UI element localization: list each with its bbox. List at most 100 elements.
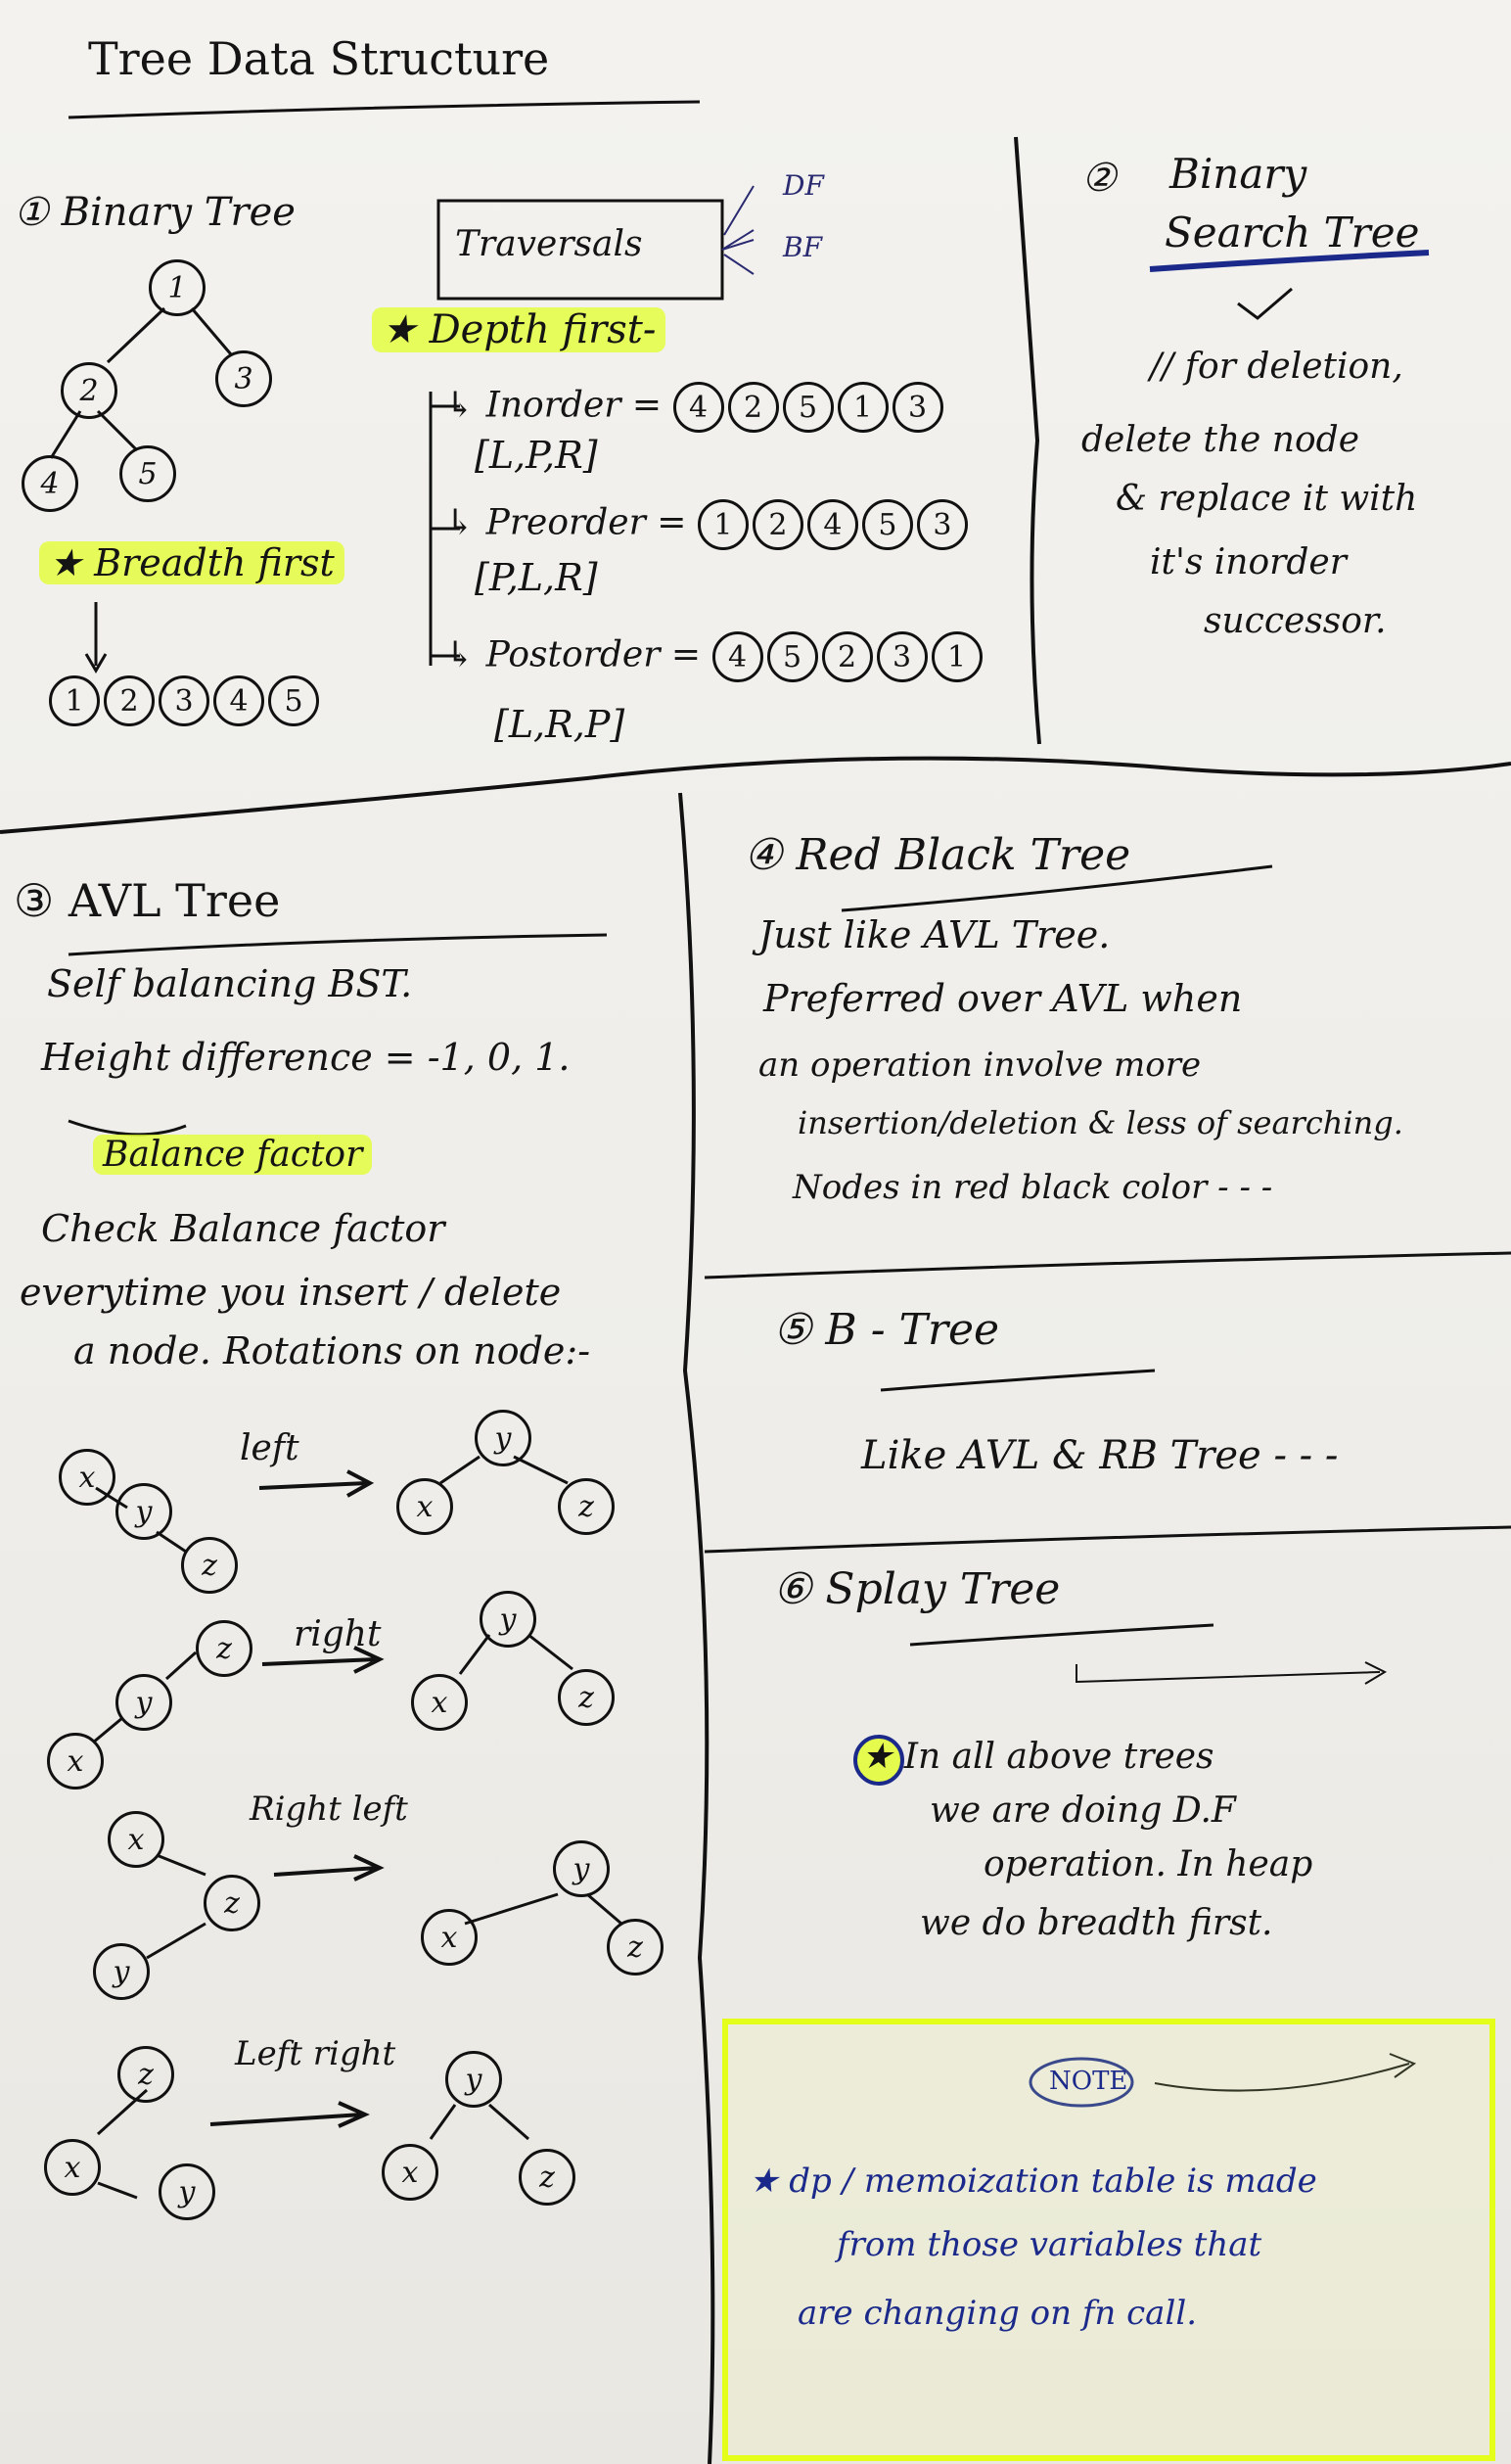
note-line: from those variables that	[837, 2225, 1262, 2264]
bst-number: ②	[1081, 156, 1117, 201]
splay-line: operation. In heap	[984, 1844, 1313, 1884]
inorder-rule: [L,P,R]	[475, 434, 598, 477]
postorder-rule: [L,R,P]	[494, 703, 625, 746]
bst-note-line: delete the node	[1081, 420, 1359, 460]
seq-item: 3	[892, 382, 943, 433]
rot-right-label: right	[294, 1614, 382, 1654]
seq-item: 2	[727, 382, 779, 433]
rb-line: Nodes in red black color - - -	[793, 1168, 1273, 1207]
rot-node-x: x	[411, 1674, 468, 1731]
rot-node-x: x	[382, 2144, 438, 2201]
note-label: NOTE	[1049, 2067, 1128, 2096]
bst-note-line: successor.	[1204, 601, 1387, 641]
seq-item: 1	[837, 382, 889, 433]
rot-left-label: left	[240, 1428, 299, 1468]
seq-item: 4	[213, 675, 264, 726]
avl-line-3: Check Balance factor	[41, 1207, 445, 1250]
splay-line: we are doing D.F	[930, 1790, 1236, 1831]
note-line: ★ dp / memoization table is made	[749, 2162, 1317, 2201]
avl-line-4: everytime you insert / delete	[20, 1271, 562, 1314]
tree-node-3: 3	[215, 350, 272, 407]
rot-node-x: x	[421, 1909, 478, 1966]
btree-heading: ⑤ B - Tree	[773, 1305, 1000, 1355]
seq-item: 2	[752, 499, 803, 550]
bst-heading-2: Search Tree	[1165, 209, 1420, 256]
btree-line: Like AVL & RB Tree - - -	[861, 1433, 1339, 1478]
rot-node-y: y	[115, 1483, 172, 1540]
rot-node-x: x	[47, 1733, 104, 1790]
rb-line: Preferred over AVL when	[763, 977, 1243, 1020]
splay-line: ★ In all above trees	[861, 1737, 1214, 1777]
preorder-label: ↳ Preorder =	[445, 502, 687, 543]
rot-node-x: x	[108, 1811, 164, 1868]
preorder-rule: [P,L,R]	[475, 556, 598, 599]
inorder-label: ↳ Inorder =	[445, 385, 663, 426]
balance-factor: Balance factor	[93, 1135, 373, 1175]
rot-right-left-label: Right left	[250, 1790, 408, 1829]
rot-node-y: y	[159, 2163, 215, 2220]
rb-line: insertion/deletion & less of searching.	[798, 1104, 1403, 1141]
rot-node-z: z	[519, 2149, 575, 2206]
avl-line-1: Self balancing BST.	[47, 962, 413, 1005]
note-line: are changing on fn call.	[798, 2294, 1197, 2333]
seq-item: 4	[672, 382, 724, 433]
rot-node-y: y	[480, 1591, 536, 1648]
rot-node-y: y	[115, 1674, 172, 1731]
seq-item: 1	[931, 631, 983, 682]
seq-item: 5	[782, 382, 834, 433]
rot-node-z: z	[204, 1875, 260, 1931]
seq-item: 3	[916, 499, 968, 550]
bf-label: BF	[783, 231, 823, 263]
seq-item: 5	[766, 631, 818, 682]
rot-node-z: z	[181, 1537, 238, 1594]
bfs-label: ★ Breadth first	[39, 541, 344, 584]
seq-item: 5	[268, 675, 319, 726]
binary-tree-heading: ① Binary Tree	[14, 190, 296, 235]
traversals-label: Traversals	[455, 224, 643, 264]
rb-heading: ④ Red Black Tree	[744, 830, 1131, 880]
tree-node-4: 4	[22, 455, 78, 512]
rb-line: Just like AVL Tree.	[758, 913, 1111, 956]
rot-node-z: z	[196, 1620, 252, 1677]
splay-heading: ⑥ Splay Tree	[773, 1564, 1061, 1614]
avl-line-2: Height difference = -1, 0, 1.	[41, 1036, 571, 1079]
rot-node-y: y	[445, 2051, 502, 2108]
seq-item: 2	[104, 675, 155, 726]
rot-node-z: z	[607, 1919, 664, 1976]
seq-item: 2	[821, 631, 873, 682]
seq-item: 3	[159, 675, 209, 726]
note-box	[722, 2019, 1495, 2461]
tree-node-5: 5	[119, 445, 176, 502]
tree-node-1: 1	[149, 259, 206, 316]
seq-item: 1	[697, 499, 749, 550]
rot-node-y: y	[93, 1943, 150, 2000]
seq-item: 5	[861, 499, 913, 550]
page-title: Tree Data Structure	[88, 32, 550, 85]
balance-factor-text: Balance factor	[93, 1135, 373, 1175]
rot-node-z: z	[117, 2046, 174, 2103]
tree-node-2: 2	[61, 362, 117, 419]
rot-node-z: z	[558, 1478, 615, 1535]
seq-item: 4	[711, 631, 763, 682]
postorder-label: ↳ Postorder =	[445, 634, 702, 675]
depth-first-text: ★ Depth first-	[372, 307, 666, 352]
avl-line-5: a node. Rotations on node:-	[73, 1329, 591, 1372]
seq-item: 3	[876, 631, 928, 682]
splay-line: we do breadth first.	[920, 1903, 1273, 1943]
rot-node-x: x	[44, 2139, 101, 2196]
seq-item: 1	[49, 675, 100, 726]
rot-node-x: x	[396, 1478, 453, 1535]
seq-item: 4	[806, 499, 858, 550]
df-label: DF	[783, 169, 824, 202]
bfs-label-text: ★ Breadth first	[39, 541, 344, 584]
rot-node-z: z	[558, 1669, 615, 1726]
bst-note-line: it's inorder	[1150, 542, 1347, 582]
bst-note-line: // for deletion,	[1150, 347, 1403, 387]
rot-node-y: y	[553, 1840, 610, 1897]
rot-node-x: x	[59, 1449, 115, 1506]
